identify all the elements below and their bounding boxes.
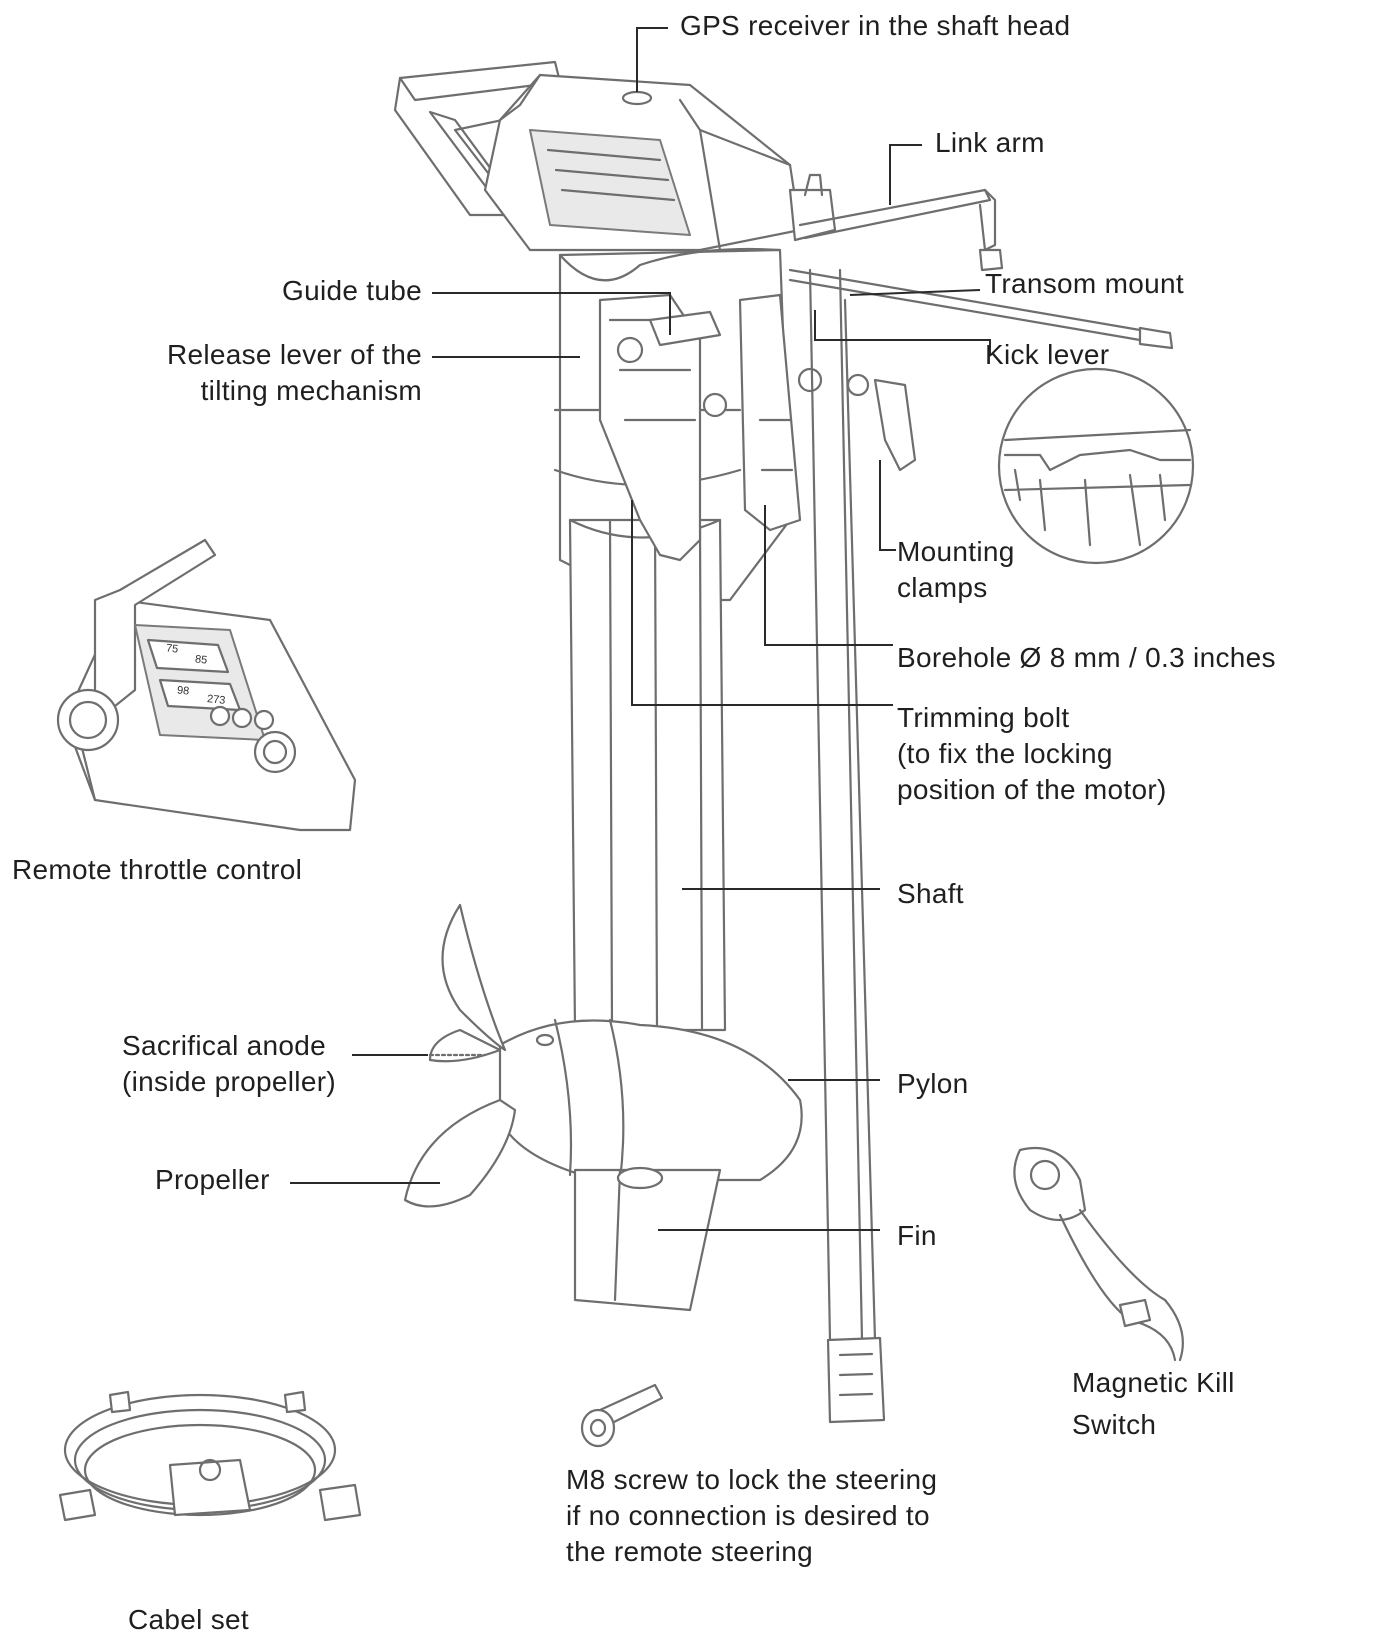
shaft-label: Shaft [897,878,964,909]
sacrificial-anode-label: Sacrifical anode (inside propeller) [122,1030,336,1097]
cable-set-label: Cabel set [128,1604,249,1635]
trimming-bolt-label: Trimming bolt (to fix the locking positi… [897,702,1167,805]
pylon-label: Pylon [897,1068,969,1099]
transom-mount-rod [788,268,1174,350]
throttle-display-row2: 98 [176,684,190,698]
shaft-head [393,60,837,252]
link-arm-label: Link arm [935,127,1045,158]
steering-rod [808,268,886,1424]
kick-lever-detail [997,367,1195,565]
throttle-display-row3: 85 [194,653,208,667]
gps-receiver-label: GPS receiver in the shaft head [680,10,1071,41]
propeller [403,903,517,1208]
fin [573,1166,722,1312]
throttle-display-row4: 273 [206,693,226,707]
throttle-display-row1: 75 [165,642,179,656]
guide-tube-label: Guide tube [282,275,422,306]
link-arm [798,188,1004,272]
m8-screw-illustration [580,1383,664,1448]
release-lever-label: Release lever of the tilting mechanism [166,339,422,406]
kick-lever-label: Kick lever [985,339,1110,370]
clamp-mechanism [598,293,917,562]
remote-throttle-illustration [56,538,357,832]
kill-switch-label: Magnetic Kill Switch [1072,1367,1235,1440]
mounting-clamps-label: Mounting clamps [897,536,1015,603]
cable-set-illustration [58,1390,362,1522]
propeller-label: Propeller [155,1164,270,1195]
remote-throttle-label: Remote throttle control [12,854,303,885]
kill-switch-illustration [1013,1146,1184,1362]
pylon [498,1018,803,1182]
borehole-label: Borehole Ø 8 mm / 0.3 inches [897,642,1276,673]
fin-label: Fin [897,1220,937,1251]
leader-lines [290,27,991,1231]
m8-screw-label: M8 screw to lock the steering if no conn… [566,1464,938,1567]
transom-mount-label: Transom mount [985,268,1184,299]
